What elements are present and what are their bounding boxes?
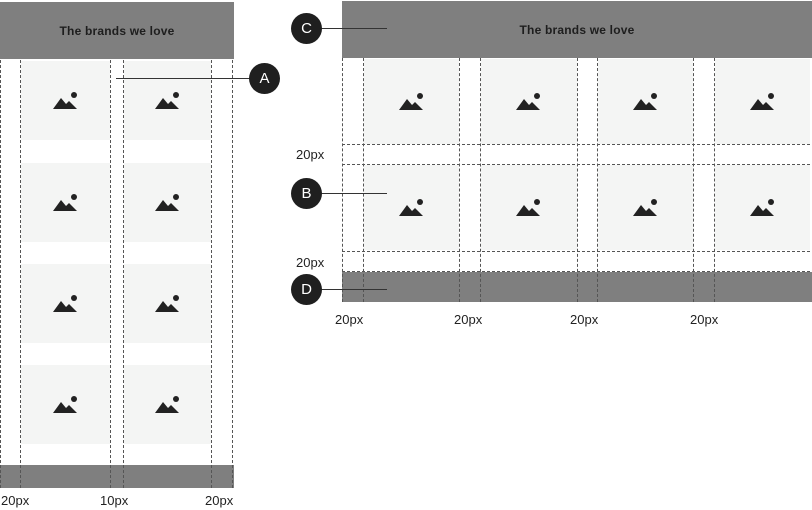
mobile-spacing-label: 10px [100, 493, 129, 508]
mobile-header-title: The brands we love [59, 23, 175, 38]
desktop-guide [693, 58, 694, 302]
mobile-spacing-label: 20px [1, 493, 30, 508]
desktop-guide [342, 251, 810, 252]
desktop-guide [342, 144, 810, 145]
brand-logo-tile [21, 264, 110, 343]
callout-c-leader [320, 28, 387, 29]
image-placeholder-icon [398, 92, 425, 112]
desktop-row-gap-label: 20px [296, 255, 325, 270]
brand-logo-tile [21, 61, 110, 140]
desktop-guide [342, 58, 343, 302]
callout-d: D [291, 274, 322, 305]
desktop-guide [714, 58, 715, 302]
brand-logo-tile [21, 163, 110, 242]
desktop-guide [342, 271, 810, 272]
image-placeholder-icon [749, 92, 776, 112]
mobile-spacing-label: 20px [205, 493, 234, 508]
image-placeholder-icon [52, 294, 79, 314]
desktop-guide [480, 58, 481, 302]
brand-logo-tile [481, 165, 577, 250]
brand-logo-tile [481, 59, 577, 144]
brand-logo-tile [715, 165, 810, 250]
mobile-guide [20, 60, 21, 488]
image-placeholder-icon [154, 91, 181, 111]
desktop-guide [597, 58, 598, 302]
image-placeholder-icon [749, 198, 776, 218]
desktop-column-gap-label: 20px [570, 312, 599, 327]
image-placeholder-icon [398, 198, 425, 218]
brand-logo-tile [124, 264, 211, 343]
callout-b: B [291, 178, 322, 209]
brand-logo-tile [21, 365, 110, 444]
mobile-guide [0, 60, 1, 488]
mobile-footer-bar [0, 465, 234, 488]
desktop-row-gap-label: 20px [296, 147, 325, 162]
brand-logo-tile [364, 165, 459, 250]
desktop-header-bar: The brands we love [342, 1, 812, 58]
image-placeholder-icon [52, 193, 79, 213]
desktop-guide [363, 58, 364, 302]
desktop-guide [342, 164, 810, 165]
image-placeholder-icon [632, 92, 659, 112]
callout-a-leader [116, 78, 250, 79]
mobile-guide [123, 60, 124, 488]
mobile-header-bar: The brands we love [0, 2, 234, 59]
image-placeholder-icon [154, 193, 181, 213]
desktop-column-gap-label: 20px [690, 312, 719, 327]
desktop-guide [577, 58, 578, 302]
desktop-column-gap-label: 20px [335, 312, 364, 327]
brand-logo-tile [598, 59, 693, 144]
brand-logo-tile [364, 59, 459, 144]
image-placeholder-icon [52, 395, 79, 415]
brand-logo-tile [124, 61, 211, 140]
image-placeholder-icon [154, 294, 181, 314]
desktop-column-gap-label: 20px [454, 312, 483, 327]
image-placeholder-icon [516, 198, 542, 218]
desktop-header-title: The brands we love [519, 22, 635, 37]
brand-logo-tile [715, 59, 810, 144]
brand-logo-tile [124, 163, 211, 242]
image-placeholder-icon [154, 395, 181, 415]
image-placeholder-icon [52, 91, 79, 111]
callout-a: A [249, 63, 280, 94]
image-placeholder-icon [632, 198, 659, 218]
callout-d-leader [320, 289, 387, 290]
mobile-guide [232, 60, 233, 488]
callout-b-leader [320, 193, 387, 194]
brand-logo-tile [124, 365, 211, 444]
brand-logo-tile [598, 165, 693, 250]
desktop-guide [459, 58, 460, 302]
mobile-guide [110, 60, 111, 488]
mobile-guide [211, 60, 212, 488]
image-placeholder-icon [516, 92, 542, 112]
callout-c: C [291, 13, 322, 44]
